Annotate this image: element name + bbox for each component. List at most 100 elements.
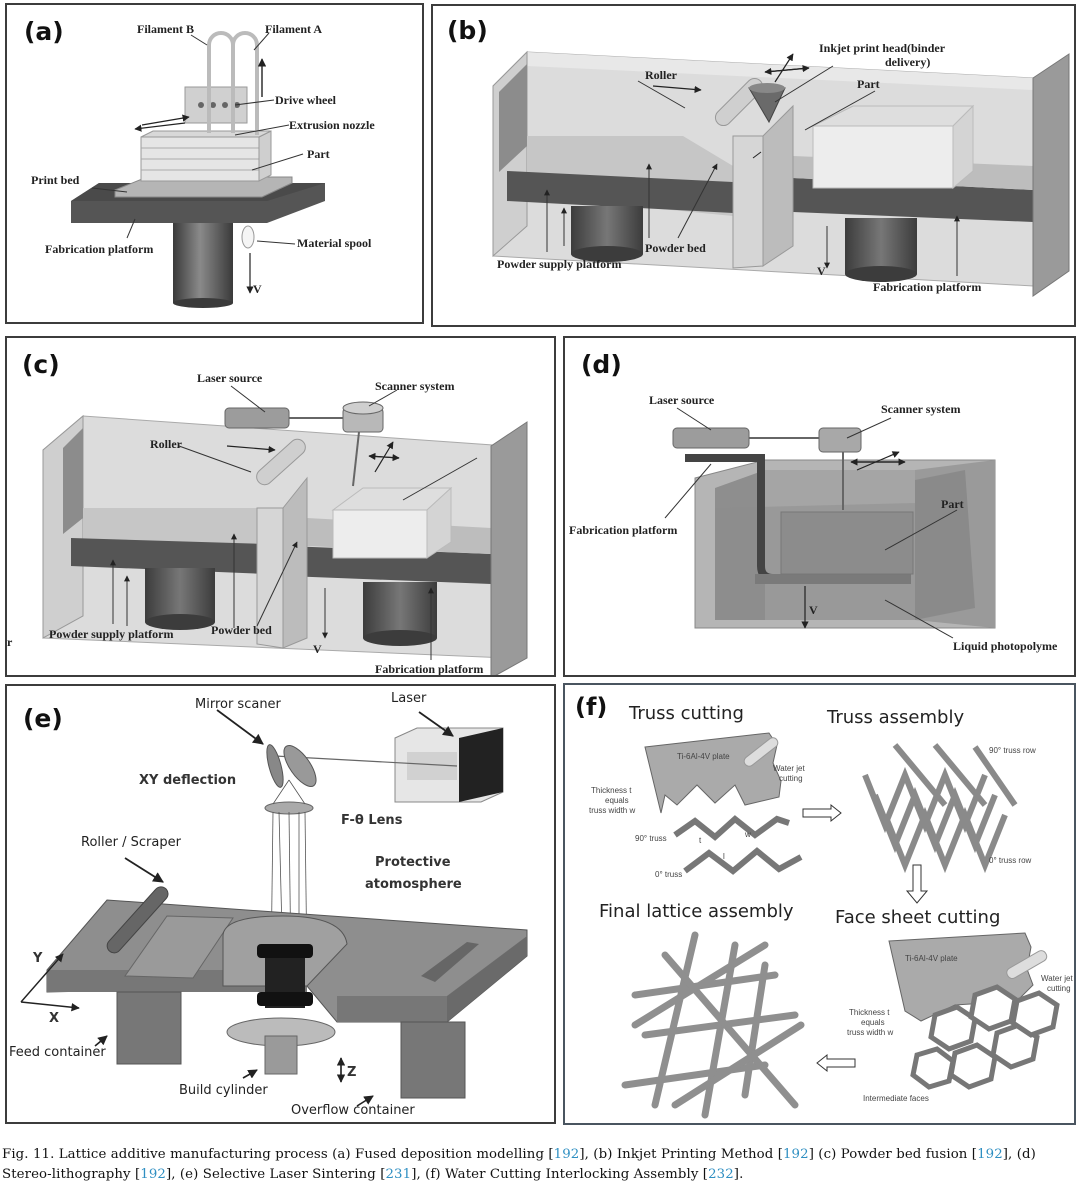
laser-source-shape: [224, 407, 290, 429]
caption-text-7: ].: [733, 1167, 744, 1182]
build-cylinder-shape: [264, 1035, 298, 1075]
heading-truss-assembly: Truss assembly: [826, 707, 964, 728]
label-water-jet-1a: Water jet: [773, 764, 805, 773]
part-lattice: [780, 511, 914, 575]
label-thickness-2b: equals: [861, 1018, 885, 1027]
panel-label: (d): [581, 350, 622, 379]
caption-text-5: ], (e) Selective Laser Sintering [: [165, 1167, 386, 1182]
roller-scraper-shape: [106, 886, 169, 954]
caption-text-2: ], (b) Inkjet Printing Method [: [579, 1147, 783, 1162]
panel-label: (e): [23, 704, 63, 733]
part-lattice: [812, 104, 975, 190]
powder-bed-fusion-diagram: Laser source Scanner system Roller Powde…: [7, 371, 528, 676]
label-stray: r: [7, 635, 13, 649]
label-row-0: 0° truss row: [989, 856, 1032, 865]
fabrication-platform-shape: [793, 178, 1033, 222]
citation-link-192[interactable]: 192: [783, 1147, 809, 1162]
citation-link-192[interactable]: 192: [553, 1147, 580, 1162]
label-roller-scraper: Roller / Scraper: [81, 835, 182, 850]
inkjet-diagram: Roller Inkjet print head(binder delivery…: [492, 41, 1070, 297]
panel-a-fused-deposition-modelling: (a): [5, 3, 424, 324]
panel-label: (f): [575, 693, 608, 721]
arrow-right-icon: [802, 803, 842, 823]
final-lattice-shape: [621, 931, 805, 1119]
label-protective-line1: Protective: [375, 855, 451, 870]
label-drive-wheel: Drive wheel: [275, 93, 337, 107]
panel-b-inkjet-printing: (b): [431, 4, 1076, 327]
part-lattice: [331, 486, 453, 559]
label-v: V: [817, 264, 826, 278]
stereolithography-diagram: Laser source Scanner system Fabrication …: [569, 393, 1058, 653]
fdm-diagram: Filament B Filament A Drive wheel Extrus…: [31, 22, 375, 308]
label-powder-supply-platform: Powder supply platform: [497, 257, 621, 271]
mirror-1: [266, 744, 284, 788]
powder-supply-platform-shape: [71, 538, 267, 574]
mirror-2: [283, 745, 317, 787]
label-overflow-container: Overflow container: [291, 1103, 415, 1118]
label-roller: Roller: [150, 437, 183, 451]
label-filament-b: Filament B: [137, 22, 194, 36]
label-plate-1: Ti-6Al-4V plate: [677, 752, 730, 761]
label-intermediate-faces: Intermediate faces: [863, 1094, 929, 1103]
label-symbol-w: w: [744, 830, 751, 839]
label-liquid-photopolymer: Liquid photopolyme: [953, 639, 1058, 653]
citation-link-192[interactable]: 192: [140, 1167, 166, 1182]
arrow-down-icon: [905, 864, 929, 904]
caption-fig-label: Fig. 11.: [2, 1147, 55, 1162]
citation-link-232[interactable]: 232: [708, 1167, 734, 1182]
label-material-spool: Material spool: [297, 236, 372, 250]
water-cutting-diagram: Truss cutting Truss assembly Final latti…: [589, 703, 1073, 1119]
panel-d-stereolithography: (d) Laser source Scanner system: [563, 336, 1076, 677]
truss-assembly-shape: [862, 743, 1018, 874]
heading-face-sheet-cutting: Face sheet cutting: [835, 907, 1000, 928]
label-powder-bed: Powder bed: [645, 241, 706, 255]
figure-caption: Fig. 11. Lattice additive manufacturing …: [2, 1145, 1078, 1185]
label-powder-bed: Powder bed: [211, 623, 272, 637]
scanner-system-shape: [818, 427, 862, 453]
label-inkjet-line1: Inkjet print head(binder: [819, 41, 946, 55]
citation-link-231[interactable]: 231: [385, 1167, 412, 1182]
overflow-container-shape: [400, 1021, 466, 1099]
caption-text-1: Lattice additive manufacturing process (…: [54, 1147, 554, 1162]
label-part: Part: [307, 147, 330, 161]
label-truss-90: 90° truss: [635, 834, 667, 843]
label-row-90: 90° truss row: [989, 746, 1036, 755]
honeycomb-face-sheet: [910, 984, 1060, 1090]
label-build-cylinder: Build cylinder: [179, 1083, 268, 1098]
label-thickness-2c: truss width w: [847, 1028, 893, 1037]
label-part: Part: [941, 497, 964, 511]
label-v: V: [313, 642, 322, 656]
citation-link-192[interactable]: 192: [977, 1147, 1003, 1162]
label-fabrication-platform: Fabrication platform: [569, 523, 677, 537]
part-layers: [140, 130, 272, 182]
label-fabrication-platform: Fabrication platform: [375, 662, 483, 676]
label-print-bed: Print bed: [31, 173, 80, 187]
label-symbol-l: l: [723, 852, 725, 861]
label-thickness-2a: Thickness t: [849, 1008, 890, 1017]
panel-f-water-cutting-assembly: (f) Truss cutting Truss assembly Final l…: [563, 683, 1076, 1125]
panel-label: (b): [447, 16, 488, 45]
label-z-axis: Z: [347, 1065, 356, 1080]
panel-label: (a): [24, 17, 64, 46]
label-water-jet-2b: cutting: [1047, 984, 1071, 993]
label-symbol-t: t: [699, 836, 702, 845]
label-v: V: [253, 282, 262, 296]
label-powder-supply-platform: Powder supply platform: [49, 627, 173, 641]
label-extrusion-nozzle: Extrusion nozzle: [289, 118, 375, 132]
label-x-axis: X: [49, 1011, 59, 1026]
truss-0-shape: [683, 847, 803, 875]
label-protective-line2: atomosphere: [365, 877, 462, 892]
label-thickness-1c: truss width w: [589, 806, 635, 815]
sls-diagram: Mirror scaner Laser XY deflection F-θ Le…: [9, 691, 528, 1118]
roller-shape: [256, 438, 306, 486]
label-v: V: [809, 603, 818, 617]
label-fabrication-platform: Fabrication platform: [873, 280, 981, 294]
label-water-jet-1b: cutting: [779, 774, 803, 783]
caption-text-4: ], (d) Stereo-lithography [: [2, 1147, 1036, 1182]
feed-container-shape: [116, 991, 182, 1065]
label-mirror-scanner: Mirror scaner: [195, 697, 282, 712]
material-spool-shape: [241, 225, 255, 249]
label-part: Part: [857, 77, 880, 91]
label-xy-deflection: XY deflection: [139, 773, 236, 788]
caption-text-3: ] (c) Powder bed fusion [: [808, 1147, 978, 1162]
